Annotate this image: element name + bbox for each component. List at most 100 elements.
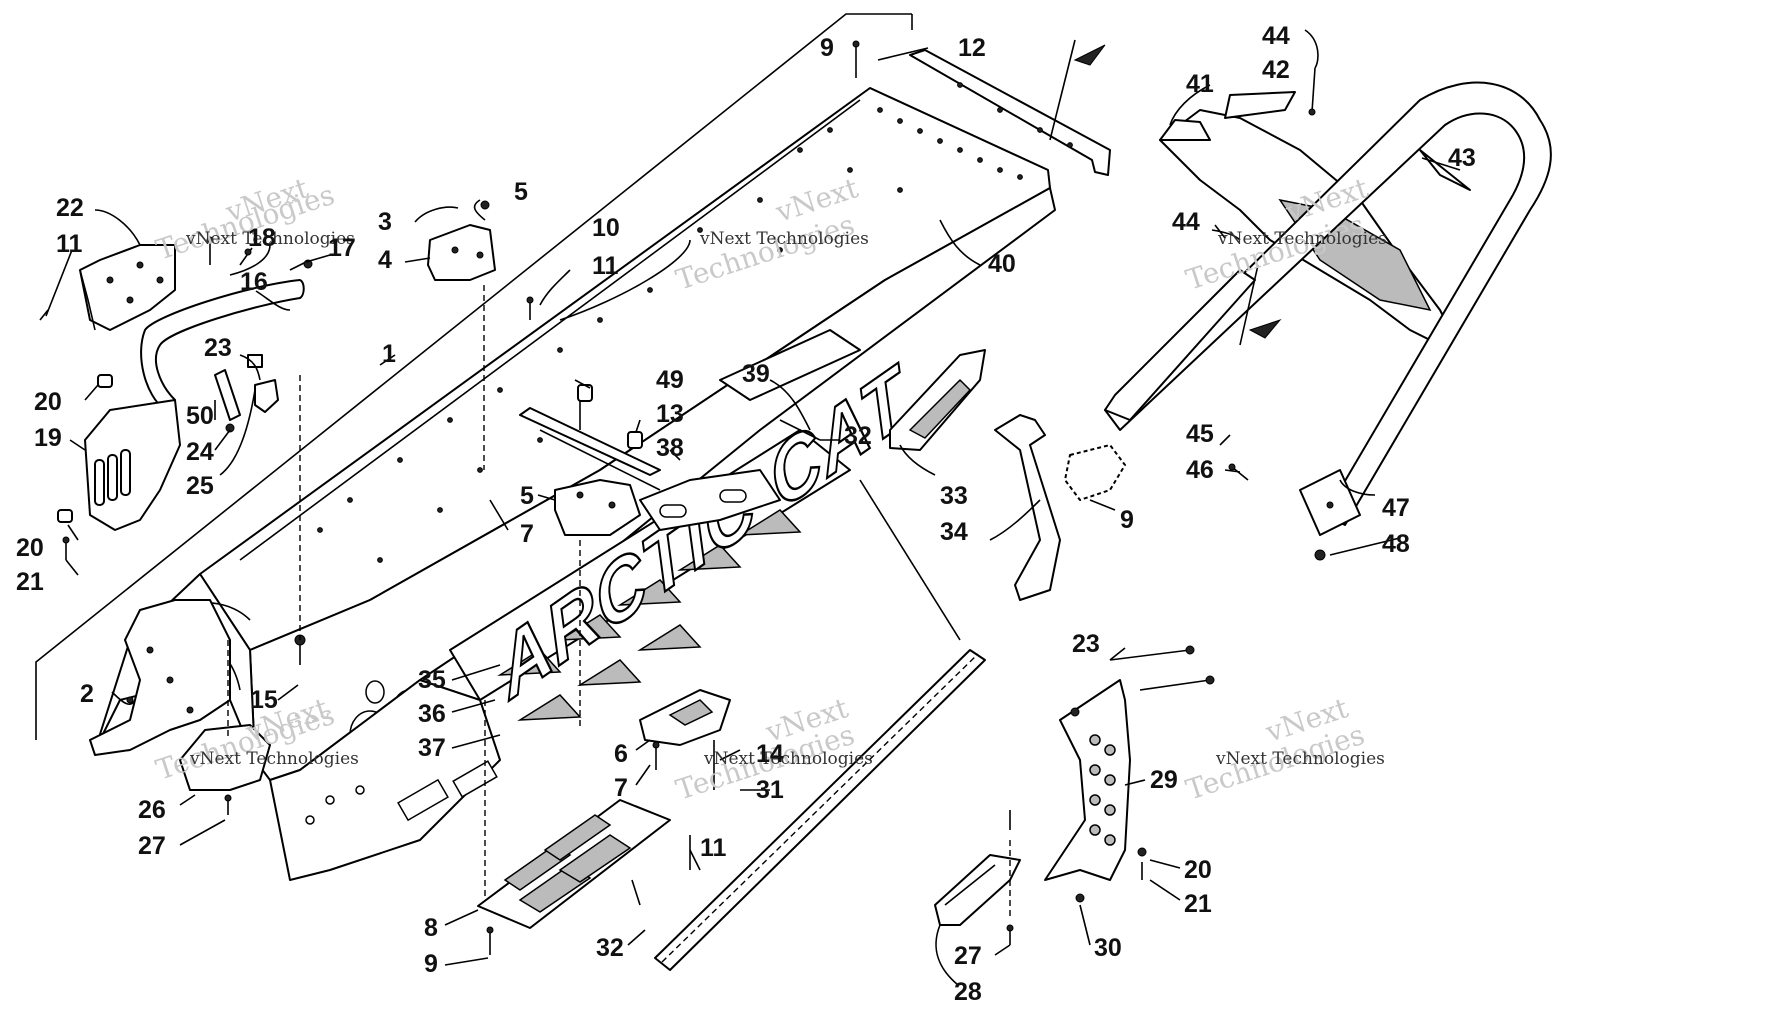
callout-9: 9 (1120, 506, 1134, 534)
callout-44: 44 (1172, 208, 1200, 236)
leader-lines (45, 29, 1461, 986)
callout-44: 44 (1262, 22, 1290, 50)
callout-30: 30 (1094, 934, 1122, 962)
brace-34 (994, 414, 1061, 601)
callout-24: 24 (186, 438, 214, 466)
callout-12: 12 (958, 34, 986, 62)
arrow-top (1073, 44, 1106, 66)
callout-31: 31 (756, 776, 784, 804)
heat-shield-19 (84, 399, 181, 531)
callout-11: 11 (592, 252, 619, 280)
callout-32: 32 (596, 934, 624, 962)
callout-14: 14 (756, 740, 784, 768)
callout-5: 5 (514, 178, 528, 206)
callout-7: 7 (520, 520, 534, 548)
bulkhead-2 (89, 599, 231, 756)
skid-plate-8 (477, 799, 671, 929)
callout-42: 42 (1262, 56, 1290, 84)
callout-2: 2 (80, 680, 94, 708)
callout-17: 17 (328, 234, 356, 262)
cross-bar (519, 407, 661, 491)
decal-43 (1419, 149, 1471, 191)
bracket-22 (79, 244, 176, 331)
callout-21: 21 (1184, 890, 1212, 918)
alignment-lines (227, 285, 1011, 920)
clip-20b (57, 509, 73, 523)
screw-21a (62, 536, 70, 560)
bracket-6 (639, 689, 731, 746)
callout-10: 10 (592, 214, 620, 242)
callout-15: 15 (250, 686, 278, 714)
callout-26: 26 (138, 796, 166, 824)
callout-1: 1 (382, 340, 396, 368)
callout-9: 9 (424, 950, 438, 978)
footrest-26 (179, 724, 271, 791)
callout-34: 34 (940, 518, 968, 546)
footwell-28 (934, 854, 1021, 926)
callout-23: 23 (204, 334, 232, 362)
callout-40: 40 (988, 250, 1016, 278)
rear-bumper-bracket (909, 49, 1111, 176)
callout-7: 7 (614, 774, 628, 802)
assembly-outline (35, 13, 913, 740)
bracket-33 (889, 349, 986, 451)
callout-35: 35 (418, 666, 446, 694)
fasteners (39, 40, 1326, 955)
side-rail-strip (719, 329, 861, 401)
callout-33: 33 (940, 482, 968, 510)
tunnel-rail-holes (239, 87, 1049, 561)
callouts: 9 12 44 42 41 43 5 3 4 22 11 18 17 16 10… (16, 22, 1476, 1006)
callout-27: 27 (138, 832, 166, 860)
callout-27: 27 (954, 942, 982, 970)
tunnel-side-cutouts (497, 509, 802, 721)
svg-text:vNext Technologies: vNext Technologies (189, 749, 359, 769)
svg-text:vNext Technologies: vNext Technologies (185, 229, 355, 249)
callout-25: 25 (186, 472, 214, 500)
callout-18: 18 (248, 224, 276, 252)
callout-29: 29 (1150, 766, 1178, 794)
callout-20: 20 (34, 388, 62, 416)
callout-22: 22 (56, 194, 84, 222)
clip-20a (97, 374, 113, 388)
rear-mount-9 (1064, 444, 1126, 501)
callout-50: 50 (186, 402, 214, 430)
callout-28: 28 (954, 978, 982, 1006)
side-plate-29 (1044, 679, 1131, 881)
callout-49: 49 (656, 366, 684, 394)
callout-48: 48 (1382, 530, 1410, 558)
callout-39: 39 (742, 360, 770, 388)
callout-41: 41 (1186, 70, 1214, 98)
svg-text:vNext Technologies: vNext Technologies (699, 229, 869, 249)
callout-8: 8 (424, 914, 438, 942)
callout-45: 45 (1186, 420, 1214, 448)
callout-16: 16 (240, 268, 268, 296)
fastener-13 (627, 431, 643, 449)
callout-46: 46 (1186, 456, 1214, 484)
callout-6: 6 (614, 740, 628, 768)
part-38 (639, 469, 781, 531)
callout-43: 43 (1448, 144, 1476, 172)
callout-11: 11 (56, 230, 83, 258)
bolts-23b (1070, 645, 1215, 717)
svg-text:vNext Technologies: vNext Technologies (1217, 229, 1387, 249)
bracket-5 (554, 479, 641, 536)
svg-text:vNext Technologies: vNext Technologies (703, 749, 873, 769)
callout-3: 3 (378, 208, 392, 236)
callout-37: 37 (418, 734, 446, 762)
callout-32: 32 (844, 422, 872, 450)
arrow-right (1248, 318, 1282, 339)
callout-21: 21 (16, 568, 44, 596)
direction-arrows (1049, 39, 1282, 346)
decal-42 (1224, 91, 1296, 119)
bracket-4 (427, 200, 496, 281)
rear-bumper (1104, 81, 1552, 536)
svg-text:vNext Technologies: vNext Technologies (1215, 749, 1385, 769)
callout-36: 36 (418, 700, 446, 728)
callout-38: 38 (656, 434, 684, 462)
callout-13: 13 (656, 400, 684, 428)
callout-4: 4 (378, 246, 392, 274)
callout-47: 47 (1382, 494, 1410, 522)
callout-20: 20 (16, 534, 44, 562)
linkage-parts (214, 354, 279, 433)
